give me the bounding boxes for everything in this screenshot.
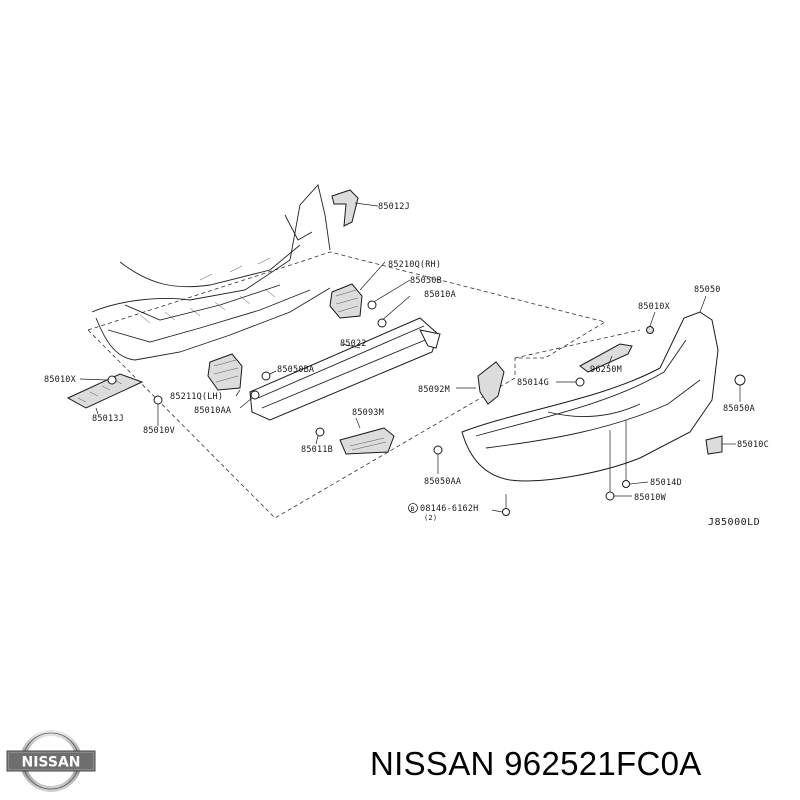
callout-85022: 85022 — [340, 339, 367, 349]
part-96250M-bracket — [579, 343, 633, 373]
part-85050-bumper-fascia — [461, 311, 719, 482]
callout-85050AA: 85050AA — [424, 477, 461, 487]
clip-85011B — [315, 427, 325, 437]
callout-85010X-left: 85010X — [44, 375, 77, 385]
callout-85012J: 85012J — [378, 202, 410, 212]
callout-85011B: 85011B — [301, 445, 333, 455]
clip-85010A-top — [377, 318, 387, 328]
clip-85010X-right — [646, 326, 654, 334]
svg-text:B: B — [411, 505, 415, 513]
assembly-boundary-right — [514, 329, 641, 359]
part-85010C-clip — [705, 435, 723, 455]
part-85210Q-rh-bracket — [329, 283, 363, 319]
callout-85050B: 85050B — [410, 276, 442, 286]
part-number-caption: NISSAN 962521FC0A — [370, 745, 702, 782]
callout-85013J: 85013J — [92, 414, 124, 424]
clip-85050A — [734, 374, 746, 386]
callout-85010C: 85010C — [737, 440, 769, 450]
clip-85010AA — [250, 390, 260, 400]
callout-85210Q-rh: 85210Q(RH) — [388, 260, 441, 270]
callout-85014D: 85014D — [650, 478, 682, 488]
callout-85010AA: 85010AA — [194, 406, 231, 416]
callout-85050A: 85050A — [723, 404, 755, 414]
part-85093M-bracket — [339, 427, 395, 455]
part-85013J-trim — [66, 373, 144, 409]
callout-85010X-right: 85010X — [638, 302, 671, 312]
callout-08146-qty: (2) — [424, 514, 437, 522]
vehicle-rear-body — [91, 184, 331, 361]
clip-85050AA — [433, 445, 443, 455]
callout-08146-6162H: 08146-6162H — [420, 504, 479, 514]
bolt-marker-icon: B — [408, 503, 418, 513]
clip-85010V — [153, 395, 163, 405]
callout-85014G: 85014G — [517, 378, 549, 388]
assembly-boundary — [87, 251, 607, 519]
logo-word: NISSAN — [21, 755, 80, 771]
part-85012J-bracket — [331, 189, 359, 227]
callout-85211Q-lh: 85211Q(LH) — [170, 392, 223, 402]
clip-85014G — [575, 377, 585, 387]
callout-85010A: 85010A — [424, 290, 456, 300]
clip-85010X-left — [107, 375, 117, 385]
nissan-logo-icon: NISSAN — [6, 730, 96, 792]
callout-85010V: 85010V — [143, 426, 175, 436]
part-85211Q-lh-bracket — [207, 353, 243, 391]
callout-85050BA: 85050BA — [277, 365, 314, 375]
callout-85093M: 85093M — [352, 408, 384, 418]
callout-85050: 85050 — [694, 285, 721, 295]
part-85022-reinforcement — [249, 317, 441, 421]
screw-08146-6162H — [502, 494, 510, 516]
part-85092M-bracket — [477, 361, 505, 405]
callout-85092M: 85092M — [418, 385, 450, 395]
callout-85010W: 85010W — [634, 493, 667, 503]
drawing-id: J85000LD — [708, 517, 760, 528]
clip-85050BA — [261, 371, 271, 381]
callout-96250M: 96250M — [590, 365, 622, 375]
screw-85014D — [622, 420, 630, 488]
clip-85050B — [367, 300, 377, 310]
